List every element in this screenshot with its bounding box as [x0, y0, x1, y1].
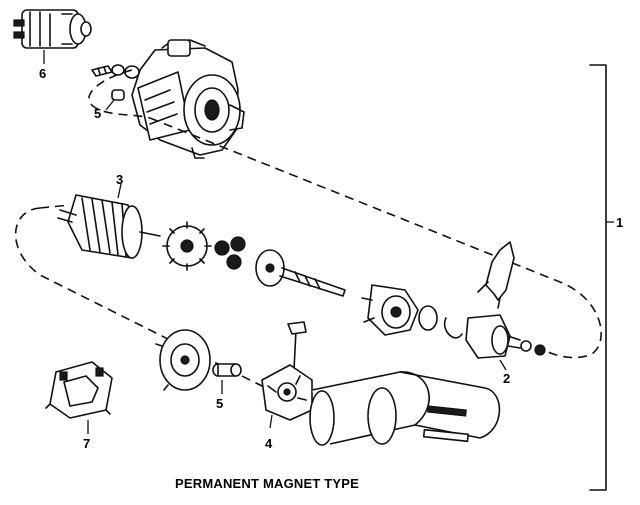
bushing-part-5-top — [111, 89, 125, 101]
planet-gears — [214, 236, 246, 270]
callout-1: 1 — [616, 215, 623, 230]
diagram-title: PERMANENT MAGNET TYPE — [175, 476, 359, 491]
callout-5-lower: 5 — [216, 396, 223, 411]
callout-6: 6 — [39, 66, 46, 81]
bushing-part-5-lower — [212, 363, 242, 377]
terminal-bolt — [91, 65, 113, 77]
planetary-gear — [162, 221, 212, 271]
terminal-nut — [111, 64, 140, 79]
drive-housing — [361, 284, 419, 336]
armature-part-3 — [57, 194, 161, 259]
brush-holder-part-4 — [261, 321, 313, 421]
callout-3: 3 — [116, 172, 123, 187]
solenoid-bracket-part-7 — [45, 361, 113, 419]
drive-clutch-part-2 — [465, 314, 546, 359]
commutator-end-plate — [155, 329, 211, 391]
field-frame-housing — [309, 371, 501, 446]
solenoid-part-6 — [13, 9, 92, 49]
callout-4: 4 — [265, 436, 273, 451]
snap-ring — [443, 317, 463, 339]
callout-5-top: 5 — [94, 106, 101, 121]
callout-7: 7 — [83, 436, 90, 451]
washer — [418, 305, 438, 331]
shift-lever — [477, 241, 515, 309]
drive-shaft — [255, 249, 346, 297]
callout-bracket-1 — [589, 64, 614, 491]
starter-motor-assembly — [131, 39, 245, 159]
callout-2: 2 — [503, 371, 510, 386]
